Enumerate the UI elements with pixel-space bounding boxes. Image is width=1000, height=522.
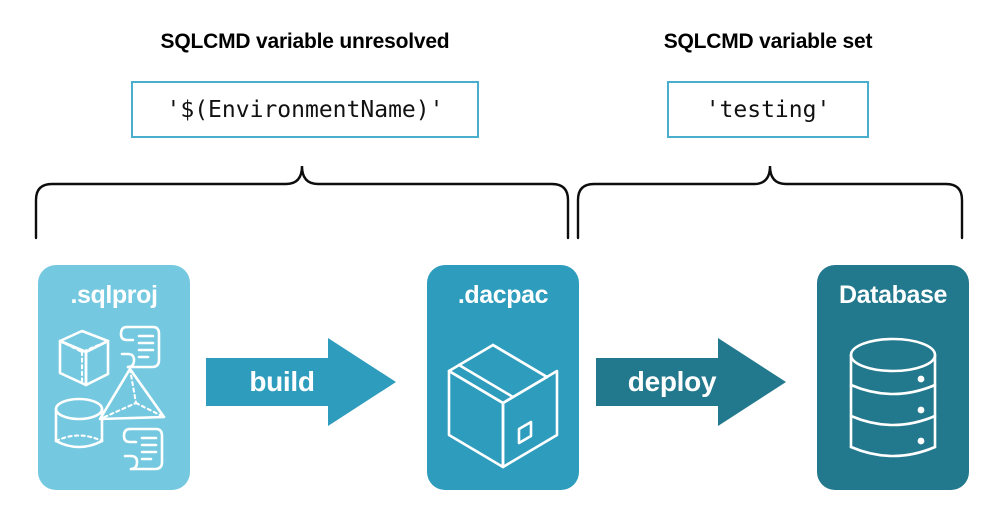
arrow-build-shape [206, 338, 396, 426]
sqlproj-artwork [54, 325, 166, 471]
wireframe-cylinder-icon [54, 397, 104, 449]
script-scroll-icon-top [119, 325, 161, 369]
wireframe-pyramid-icon [98, 367, 166, 421]
brace-right [576, 165, 964, 240]
stage-box-dacpac: .dacpac [427, 265, 579, 490]
stage-box-sqlproj: .sqlproj [38, 265, 190, 490]
dacpac-artwork [447, 343, 559, 469]
arrow-deploy-shape [596, 338, 786, 426]
script-scroll-icon-bottom [122, 427, 164, 471]
database-artwork [849, 337, 937, 458]
stage-title-sqlproj: .sqlproj [70, 281, 158, 309]
stage-box-database: Database [817, 265, 969, 490]
sqlcmd-value-box-left: '$(EnvironmentName)' [131, 81, 479, 138]
arrow-deploy: deploy [596, 334, 786, 430]
database-cylinder-icon [849, 337, 937, 458]
stage-title-database: Database [839, 281, 947, 309]
shipping-box-icon [447, 343, 559, 469]
annotation-heading-left: SQLCMD variable unresolved [160, 30, 450, 53]
arrow-build: build [206, 334, 396, 430]
stage-title-dacpac: .dacpac [457, 281, 549, 309]
sqlcmd-value-box-right: 'testing' [667, 81, 869, 138]
brace-left [34, 165, 570, 240]
wireframe-cube-icon [58, 329, 110, 387]
annotation-heading-right: SQLCMD variable set [663, 30, 873, 53]
